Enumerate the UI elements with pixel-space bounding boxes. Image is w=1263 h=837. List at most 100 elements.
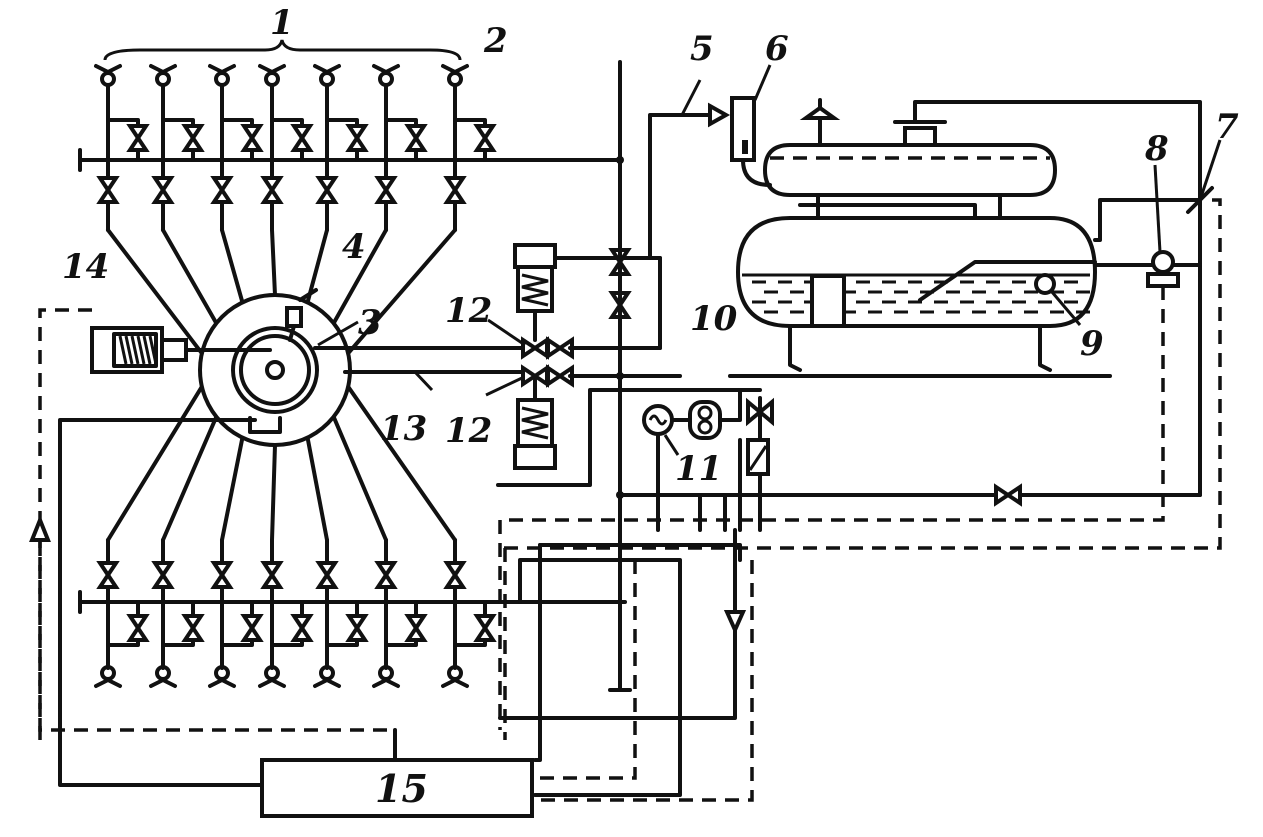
shutoff-valve <box>521 364 549 388</box>
shutoff-valve <box>290 124 314 152</box>
left-feed-line <box>58 418 264 787</box>
shutoff-valve <box>240 124 264 152</box>
link-to-15b <box>533 543 542 762</box>
drive-unit <box>90 326 272 374</box>
shutoff-valve <box>126 614 150 642</box>
pump-gear-top <box>697 405 713 421</box>
control-signal-lines <box>29 198 1222 802</box>
label-12a: 12 <box>445 291 492 331</box>
dash-to-15-lower <box>532 560 637 780</box>
dash-gauge-8 <box>500 286 1165 522</box>
top-brace <box>103 39 462 61</box>
leader-7 <box>1198 139 1222 201</box>
label-5: 5 <box>690 29 714 69</box>
top-feed-pipe <box>161 228 219 326</box>
distributor-inner-ring <box>231 326 319 414</box>
callout-labels: 1 2 4 3 5 6 7 8 9 10 11 12 12 13 14 15 <box>62 3 1239 811</box>
drain-return <box>498 628 737 720</box>
bottom-feed-pipe <box>346 384 457 542</box>
return-valve <box>994 483 1022 507</box>
relay-diag <box>748 445 768 471</box>
pump-out <box>718 388 742 422</box>
coil-winding <box>136 335 146 365</box>
controller-box <box>260 758 534 818</box>
label-9: 9 <box>1080 324 1104 364</box>
drum-outlet <box>1093 198 1202 242</box>
shutoff-valve <box>290 614 314 642</box>
label-6: 6 <box>765 29 789 69</box>
coil-winding <box>124 335 134 365</box>
bottom-feed-pipe <box>220 435 245 542</box>
shutoff-valve <box>521 336 549 360</box>
sensor-lead <box>298 288 318 302</box>
position-sensor <box>285 306 303 328</box>
pump-gear-bottom <box>697 419 713 435</box>
label-2: 2 <box>483 21 508 61</box>
shutoff-valve <box>260 561 284 589</box>
up-arrow <box>29 514 51 542</box>
label-4: 4 <box>342 227 366 267</box>
label-7: 7 <box>1215 107 1239 147</box>
level-gauge-8 <box>1151 250 1175 274</box>
dash-to-15-bottom <box>532 560 754 802</box>
valves-12 <box>521 248 632 388</box>
return-lines <box>498 198 1202 797</box>
shutoff-valve <box>210 561 234 589</box>
coil-winding <box>130 335 140 365</box>
top-dome <box>903 126 937 147</box>
top-feed-pipe <box>331 228 388 326</box>
gauge-base <box>1146 272 1180 288</box>
leader-6 <box>753 64 772 101</box>
junction-dot <box>616 372 624 380</box>
dome-pipe <box>913 100 1202 202</box>
lower-cylinder-base <box>513 444 557 470</box>
leader-9 <box>1050 291 1082 326</box>
shutoff-valve <box>345 124 369 152</box>
boiler-unit <box>728 64 1222 378</box>
drum-leg-right <box>1038 324 1052 372</box>
drain-arrow <box>723 610 747 635</box>
label-10: 10 <box>690 299 738 339</box>
distributor-rotor-ring <box>239 334 311 406</box>
shutoff-valve <box>96 561 120 589</box>
lower-drum <box>735 216 1098 328</box>
shutoff-valve <box>443 176 467 204</box>
shutoff-valve <box>473 124 497 152</box>
distributor-bracket <box>248 416 282 434</box>
coil-winding <box>148 335 158 365</box>
nozzle-mark <box>742 140 748 154</box>
coil-winding <box>142 335 152 365</box>
leader-11 <box>663 434 680 456</box>
upper-spring <box>521 273 549 307</box>
lower-spring <box>521 406 549 440</box>
top-feed-pipe <box>346 228 457 356</box>
junction-dot <box>616 156 624 164</box>
shutoff-valve <box>404 614 428 642</box>
upper-cylinder-top <box>513 243 557 269</box>
coil-winding <box>118 335 128 365</box>
top-manifold <box>78 39 622 356</box>
bottom-branches <box>94 384 497 688</box>
lower-cyl-line <box>496 388 622 487</box>
drum-leg-left <box>788 324 802 372</box>
drum-link-2 <box>798 203 977 222</box>
bottom-feed-pipe <box>161 414 219 542</box>
shutoff-valve <box>151 176 175 204</box>
check-valve-5 <box>708 102 731 128</box>
shutoff-valve <box>374 176 398 204</box>
shutoff-valve <box>443 561 467 589</box>
bottom-feed-pipe <box>305 435 329 542</box>
rotary-distributor <box>198 288 359 447</box>
shutoff-valve <box>315 561 339 589</box>
leader-12b <box>485 376 523 397</box>
pump-group <box>618 388 774 532</box>
bottom-manifold <box>78 384 627 688</box>
leader-12a <box>487 318 526 347</box>
bottom-feed-pipe <box>270 443 277 542</box>
shutoff-valve <box>473 614 497 642</box>
upper-drum <box>762 143 1058 197</box>
drive-shaft-block <box>160 338 188 362</box>
shutoff-valve <box>181 124 205 152</box>
label-1: 1 <box>270 3 294 43</box>
